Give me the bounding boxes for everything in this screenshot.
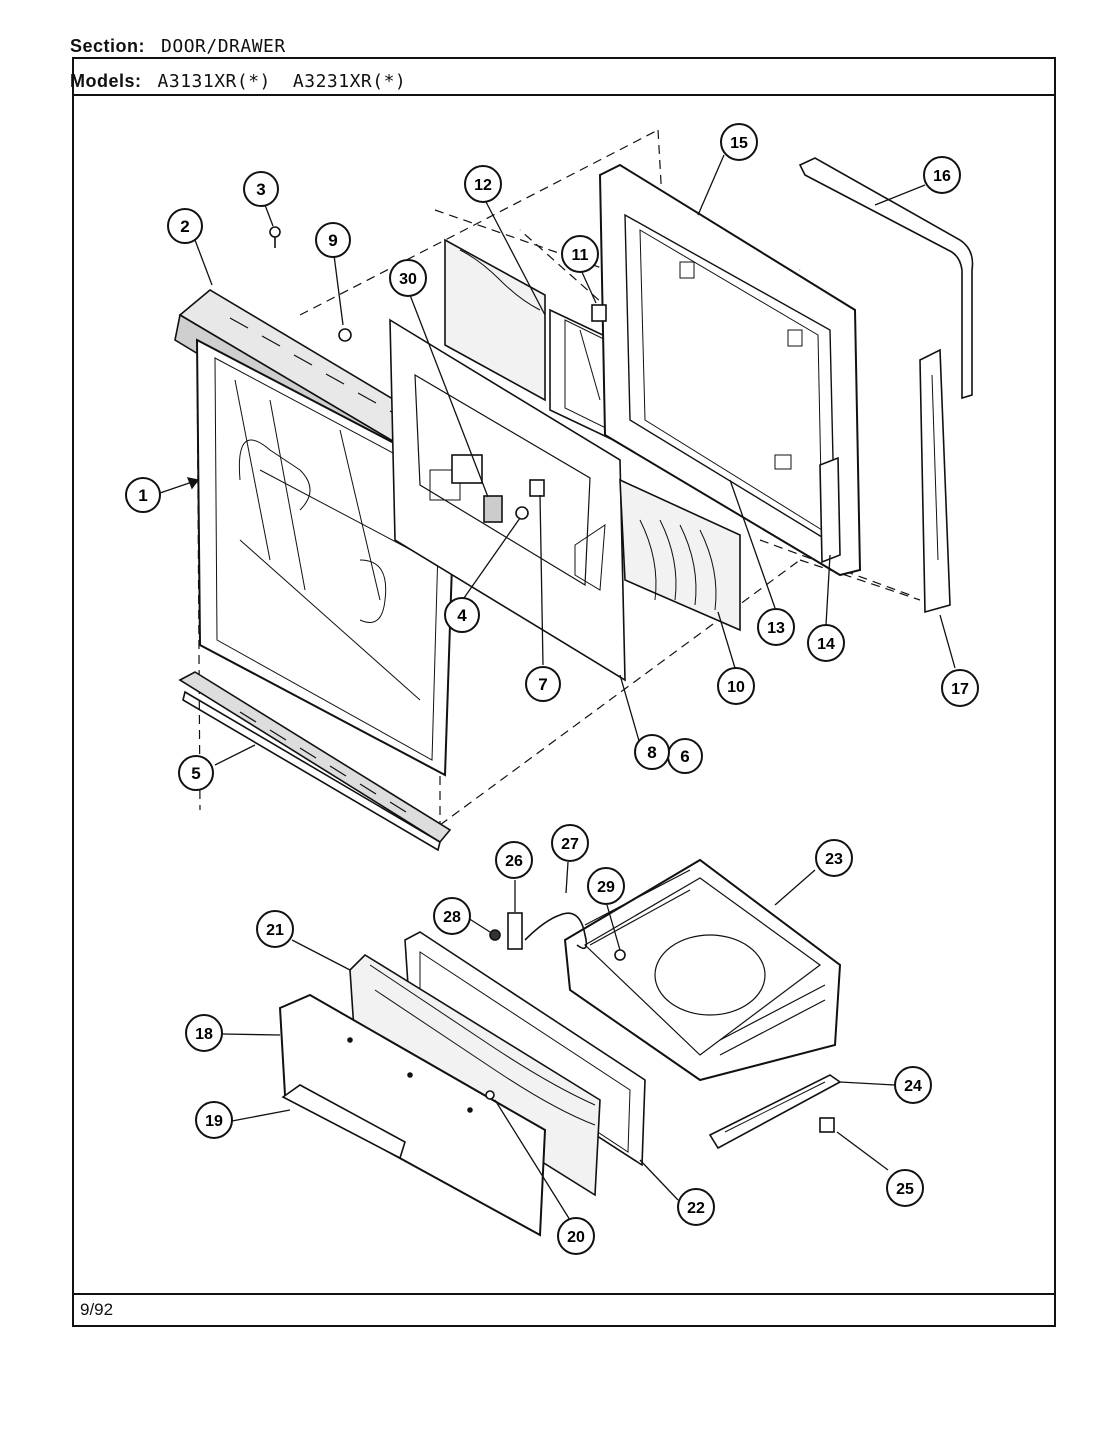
callout-markers: 1 2 3 4 5 6 7 8 9 10 11 12 13 14 15 16 1… (125, 123, 979, 1255)
callout-3: 3 (243, 171, 279, 207)
callout-5-label: 5 (191, 764, 200, 783)
callout-16: 16 (923, 156, 961, 194)
diagram-frame (72, 57, 1056, 1327)
callout-7-label: 7 (538, 675, 547, 694)
callout-23-label: 23 (825, 851, 843, 868)
callout-23: 23 (815, 839, 853, 877)
callout-29: 29 (587, 867, 625, 905)
door-gasket (798, 157, 974, 400)
callout-2-label: 2 (180, 217, 189, 236)
callout-21-label: 21 (266, 922, 284, 939)
callout-30: 30 (389, 259, 427, 297)
callout-26: 26 (495, 841, 533, 879)
drawer-front-panel (278, 993, 547, 1237)
callout-4-label: 4 (457, 606, 467, 625)
callout-16-label: 16 (933, 168, 951, 185)
callout-12-label: 12 (474, 177, 492, 194)
revision-date: 9/92 (80, 1300, 114, 1319)
callout-7: 7 (525, 666, 561, 702)
callout-17-label: 17 (951, 681, 969, 698)
drawer-rail (708, 1074, 842, 1150)
models-heading: Models: A3131XR(*) A3231XR(*) (70, 71, 406, 92)
callout-9: 9 (315, 222, 351, 258)
callout-6: 6 (667, 738, 703, 774)
callout-22-label: 22 (687, 1200, 705, 1217)
door-hardware (269, 226, 607, 520)
callout-24: 24 (894, 1066, 932, 1104)
callout-18-label: 18 (195, 1026, 213, 1043)
callout-29-label: 29 (597, 879, 615, 896)
models-label: Models: (70, 71, 142, 91)
door-insulation (444, 238, 741, 632)
callout-26-label: 26 (505, 853, 523, 870)
callout-14-label: 14 (817, 636, 835, 653)
callout-17: 17 (941, 669, 979, 707)
callout-12: 12 (464, 165, 502, 203)
callout-1: 1 (125, 477, 161, 513)
callout-15: 15 (720, 123, 758, 161)
section-label: Section: (70, 36, 146, 56)
drawer-handle (281, 1084, 406, 1160)
oven-door-assembly (174, 129, 974, 852)
inner-door-panel (389, 318, 626, 682)
section-value: DOOR/DRAWER (161, 36, 286, 57)
callout-13: 13 (757, 608, 795, 646)
bottom-door-trim (178, 671, 452, 852)
callout-28: 28 (433, 897, 471, 935)
callout-19: 19 (195, 1101, 233, 1139)
callout-30-label: 30 (399, 271, 417, 288)
callout-19-label: 19 (205, 1113, 223, 1130)
leader-lines (159, 154, 956, 1221)
callout-1-label: 1 (138, 486, 147, 505)
callout-8: 8 (634, 734, 670, 770)
callout-27-label: 27 (561, 836, 579, 853)
section-heading: Section: DOOR/DRAWER (70, 36, 286, 57)
callout-20-label: 20 (567, 1229, 585, 1246)
callout-21: 21 (256, 910, 294, 948)
callout-4: 4 (444, 597, 480, 633)
callout-27: 27 (551, 824, 589, 862)
door-glass-panel (195, 338, 457, 777)
callout-10: 10 (717, 667, 755, 705)
callout-2: 2 (167, 208, 203, 244)
callout-3-label: 3 (256, 180, 265, 199)
callout-11: 11 (561, 235, 599, 273)
callout-22: 22 (677, 1188, 715, 1226)
model-2: A3231XR(*) (292, 71, 407, 92)
callout-25: 25 (886, 1169, 924, 1207)
callout-5: 5 (178, 755, 214, 791)
drawer-roller (819, 1117, 835, 1133)
callout-15-label: 15 (730, 135, 748, 152)
callout-10-label: 10 (727, 679, 745, 696)
callout-28-label: 28 (443, 909, 461, 926)
callout-13-label: 13 (767, 620, 785, 637)
drawer-hardware (489, 912, 626, 961)
drawer-box (563, 858, 842, 1082)
callout-24-label: 24 (904, 1078, 922, 1095)
callout-18: 18 (185, 1014, 223, 1052)
callout-25-label: 25 (896, 1181, 914, 1198)
callout-9-label: 9 (328, 231, 337, 250)
callout-11-label: 11 (572, 247, 589, 264)
callout-6-label: 6 (680, 747, 689, 766)
model-1: A3131XR(*) (157, 71, 271, 92)
door-bracket (819, 456, 841, 564)
storage-drawer-assembly (278, 858, 842, 1237)
side-door-trim (919, 348, 951, 614)
callout-14: 14 (807, 624, 845, 662)
callout-20: 20 (557, 1217, 595, 1255)
callout-8-label: 8 (647, 743, 656, 762)
